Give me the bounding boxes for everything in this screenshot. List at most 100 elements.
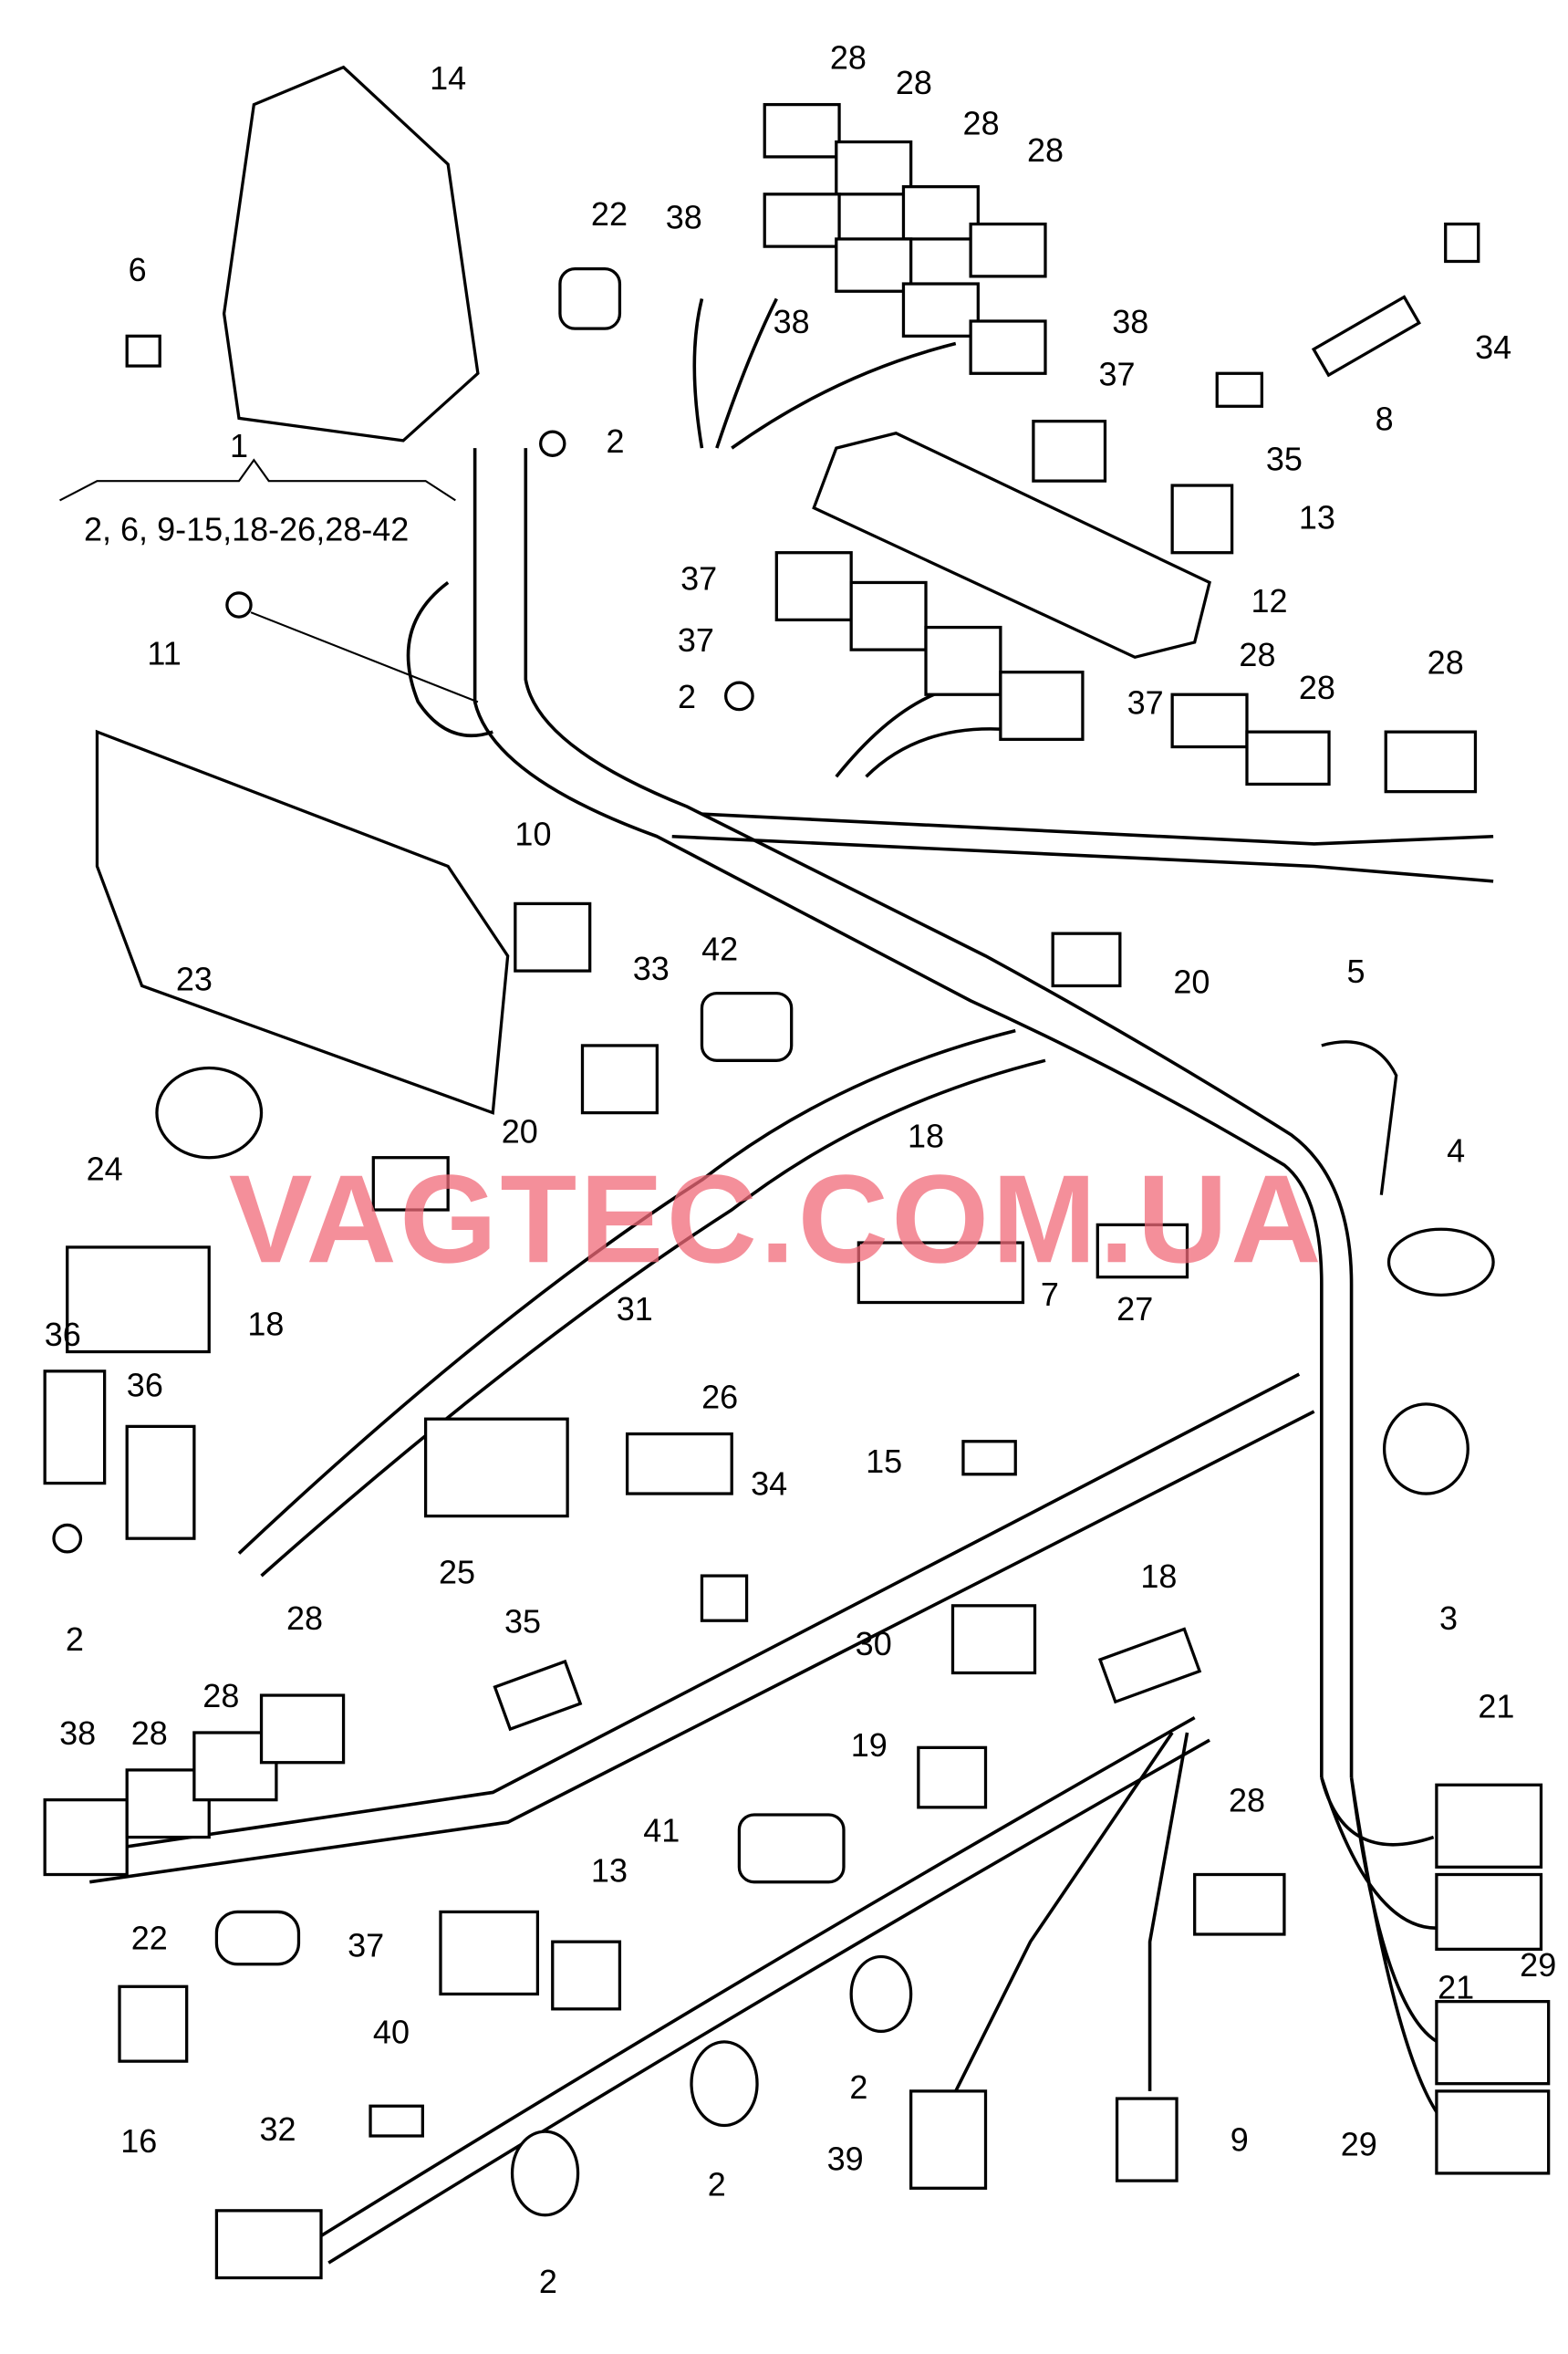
connector-30 — [950, 1604, 1037, 1675]
callout-28: 28 — [830, 38, 867, 76]
diagnosis-connector-32 — [214, 2209, 323, 2280]
connector-28j — [259, 1693, 346, 1765]
callout-19: 19 — [851, 1726, 888, 1764]
callout-28: 28 — [1239, 636, 1275, 673]
relay-carrier-14 — [222, 65, 480, 443]
callout-18: 18 — [908, 1117, 944, 1154]
connector-34 — [1444, 222, 1480, 264]
connector-20a — [1051, 932, 1122, 988]
callout-18: 18 — [247, 1306, 284, 1343]
callout-23: 23 — [176, 960, 213, 997]
fuse-6 — [125, 334, 161, 368]
callout-38: 38 — [1112, 303, 1148, 340]
holder-26 — [625, 1432, 733, 1495]
callout-14: 14 — [430, 59, 466, 97]
callout-2: 2 — [678, 678, 696, 715]
callout-28: 28 — [1229, 1782, 1265, 1819]
callout-28: 28 — [202, 1677, 239, 1714]
clip-2 — [52, 1523, 83, 1554]
ring-terminal — [225, 591, 253, 619]
connector-38b — [835, 237, 913, 293]
connector-37d — [924, 625, 1002, 696]
connector-34b — [700, 1574, 749, 1622]
callout-1: 1 — [230, 427, 248, 464]
connector-37b — [774, 551, 853, 622]
callout-28: 28 — [1299, 669, 1335, 706]
callout-16: 16 — [120, 2122, 157, 2160]
callout-34: 34 — [751, 1465, 787, 1503]
callout-2: 2 — [66, 1620, 84, 1658]
connector-42 — [700, 992, 794, 1062]
callout-20: 20 — [502, 1112, 538, 1150]
connector-35 — [1215, 371, 1263, 408]
callout-42: 42 — [701, 931, 738, 968]
connector-28g — [1384, 730, 1478, 794]
callout-29: 29 — [1341, 2125, 1377, 2162]
callout-12: 12 — [1251, 582, 1288, 620]
callout-37: 37 — [348, 1927, 384, 1964]
callout-36: 36 — [45, 1316, 81, 1353]
callout-15: 15 — [866, 1443, 902, 1480]
callout-2: 2 — [708, 2165, 726, 2203]
connector-35b — [493, 1659, 583, 1732]
callout-30: 30 — [856, 1625, 892, 1662]
callout-2: 2 — [849, 2068, 867, 2106]
callout-22: 22 — [131, 1919, 168, 1956]
components — [43, 65, 1551, 2280]
callout-11: 11 — [147, 634, 181, 672]
callout-1-range: 2, 6, 9-15,18-26,28-42 — [84, 511, 409, 548]
clip-2c — [539, 430, 566, 457]
holder-27 — [1096, 1223, 1189, 1279]
callout-7: 7 — [1041, 1276, 1059, 1313]
harness-trunks — [89, 297, 1494, 2265]
callout-37: 37 — [680, 560, 717, 598]
connector-28b — [835, 140, 913, 196]
callout-13: 13 — [591, 1852, 628, 1890]
connector-28d — [969, 222, 1047, 278]
connector-33 — [580, 1044, 659, 1115]
connector-39 — [909, 2089, 988, 2190]
callout-21: 21 — [1438, 1968, 1474, 2005]
connector-28k — [1193, 1872, 1286, 1936]
callout-13: 13 — [1299, 499, 1335, 536]
bracket-1 — [59, 458, 456, 502]
callout-35: 35 — [1266, 441, 1303, 478]
callout-21: 21 — [1478, 1688, 1514, 1725]
callout-32: 32 — [260, 2110, 296, 2148]
connector-36b — [125, 1424, 196, 1540]
connector-15 — [961, 1440, 1017, 1476]
callout-5: 5 — [1346, 953, 1365, 990]
clip-18 — [1097, 1627, 1202, 1704]
connector-28c — [901, 184, 980, 241]
connector-28e — [1170, 693, 1249, 749]
connector-24 — [66, 1245, 211, 1354]
connector-38d — [969, 319, 1047, 375]
tie-5 — [1321, 1040, 1398, 1195]
callout-6: 6 — [129, 251, 147, 288]
callout-41: 41 — [643, 1811, 680, 1849]
housing-8 — [1311, 295, 1421, 378]
connector-29b — [1435, 2089, 1551, 2175]
connector-10 — [514, 901, 592, 973]
clamp-4 — [1386, 1227, 1495, 1297]
callout-2: 2 — [606, 422, 624, 460]
connector-37e — [999, 671, 1085, 741]
callout-33: 33 — [633, 950, 670, 987]
callout-29: 29 — [1520, 1946, 1556, 1984]
connector-38a — [763, 193, 841, 248]
relay-plate-11 — [95, 729, 510, 1115]
callout-10: 10 — [514, 816, 551, 853]
callout-28: 28 — [896, 64, 932, 101]
callout-9: 9 — [1231, 2120, 1249, 2158]
callout-2: 2 — [539, 2263, 557, 2300]
connector-20b — [371, 1156, 450, 1212]
callout-4: 4 — [1447, 1132, 1465, 1170]
callout-28: 28 — [1027, 131, 1064, 169]
callout-28: 28 — [286, 1599, 323, 1637]
connector-25 — [423, 1417, 569, 1518]
holder-16 — [118, 1984, 189, 2063]
callout-3: 3 — [1439, 1599, 1458, 1637]
capacitor-22 — [558, 267, 622, 330]
callout-39: 39 — [827, 2140, 864, 2178]
